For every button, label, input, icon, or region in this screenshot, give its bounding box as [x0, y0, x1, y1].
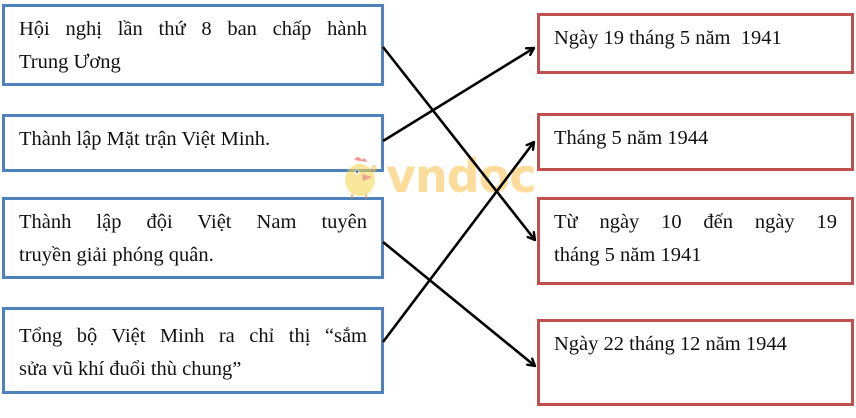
event-text-line: Hội nghị lần thứ 8 ban chấp hành [19, 18, 367, 40]
date-text-line: Tháng 5 năm 1944 [554, 127, 709, 149]
event-text-line: sửa vũ khí đuổi thù chung” [19, 358, 242, 380]
arrow-l4-to-r2 [381, 142, 534, 343]
event-text-line: truyền giải phóng quân. [19, 244, 214, 266]
event-text-line: Thành lập Mặt trận Việt Minh. [19, 128, 271, 150]
event-text-line: Tổng bộ Việt Minh ra chỉ thị “sắm [19, 325, 367, 347]
event-box-l4: Tổng bộ Việt Minh ra chỉ thị “sắm sửa vũ… [2, 307, 384, 394]
date-text-line: tháng 5 năm 1941 [554, 244, 702, 266]
event-box-l2: Thành lập Mặt trận Việt Minh. [2, 114, 384, 172]
arrow-l2-to-r1 [382, 48, 534, 143]
event-text-line: Thành lập đội Việt Nam tuyên [19, 211, 367, 233]
arrow-l3-to-r4 [382, 240, 535, 366]
date-box-r2: Tháng 5 năm 1944 [537, 113, 854, 171]
event-text-line: Trung Ương [19, 51, 121, 73]
event-box-l3: Thành lập đội Việt Nam tuyên truyền giải… [2, 197, 384, 279]
arrow-l1-to-r3 [381, 46, 535, 240]
watermark-text: vndoc [386, 149, 537, 203]
date-box-r3: Từ ngày 10 đến ngày 19 tháng 5 năm 1941 [537, 197, 854, 285]
date-text-line: Ngày 19 tháng 5 năm 1941 [554, 27, 782, 49]
date-text-line: Ngày 22 tháng 12 năm 1944 [554, 333, 787, 355]
event-box-l1: Hội nghị lần thứ 8 ban chấp hành Trung Ư… [2, 4, 384, 86]
date-box-r4: Ngày 22 tháng 12 năm 1944 [537, 319, 854, 406]
date-box-r1: Ngày 19 tháng 5 năm 1941 [537, 13, 854, 74]
date-text-line: Từ ngày 10 đến ngày 19 [554, 211, 837, 233]
